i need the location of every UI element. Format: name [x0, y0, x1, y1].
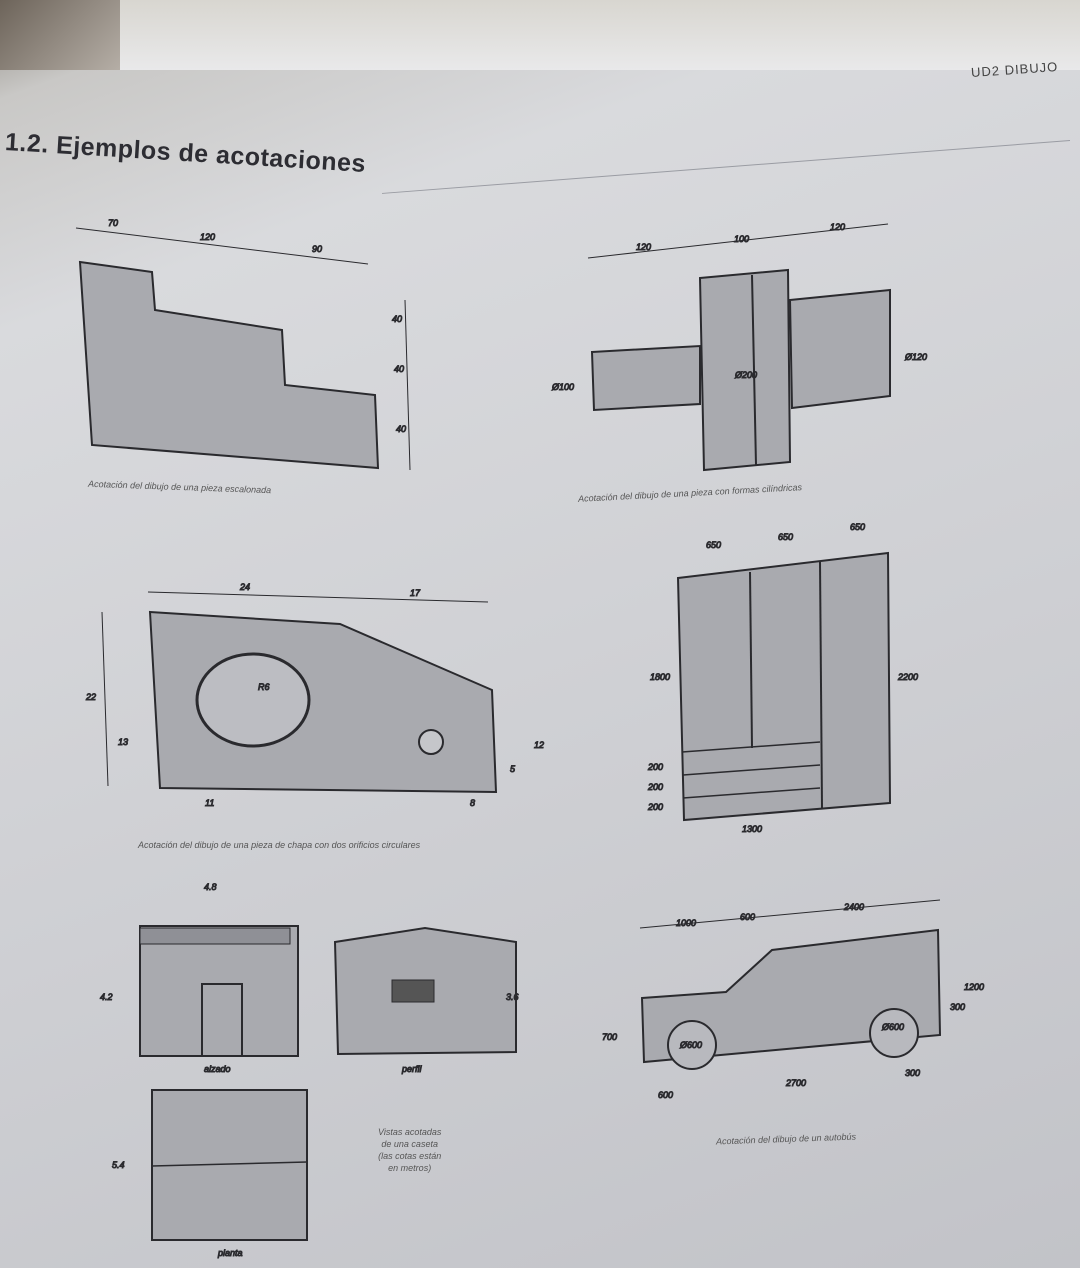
view-label: planta — [217, 1248, 243, 1258]
cylindrical-piece-drawing: 120 100 120 Ø100 Ø200 Ø120 — [551, 222, 928, 472]
dim: 4.2 — [100, 992, 113, 1002]
dim: 40 — [394, 364, 404, 374]
dim: 40 — [396, 424, 406, 434]
dim: 1300 — [742, 824, 762, 834]
background-top — [0, 0, 1080, 70]
vehicle-drawing: 1000 600 2400 700 1200 300 600 2700 300 … — [602, 899, 985, 1101]
dim: 700 — [602, 1032, 617, 1042]
dim: Ø600 — [881, 1022, 904, 1032]
caption-line: Vistas acotadas — [378, 1127, 442, 1137]
dim: 1200 — [964, 982, 984, 992]
dim: 1000 — [676, 918, 696, 928]
dim: Ø120 — [904, 352, 927, 362]
dim: 5.4 — [112, 1160, 125, 1170]
dim: 600 — [740, 912, 755, 922]
dim: 13 — [118, 737, 128, 747]
dim: 17 — [410, 588, 421, 598]
dim: 200 — [647, 802, 663, 812]
dim: 120 — [830, 222, 845, 232]
view-label: perfil — [401, 1064, 423, 1074]
caption-hut: Vistas acotadas de una caseta (las cotas… — [378, 1126, 441, 1174]
dim: 2200 — [897, 672, 918, 682]
dim: 300 — [905, 1068, 920, 1078]
hut-drawing: 4.8 4.2 3.6 5.4 alzado perfil planta — [100, 882, 520, 1259]
dim: 3.6 — [506, 992, 519, 1002]
caption-line: (las cotas están — [378, 1151, 442, 1161]
dim: 24 — [239, 582, 250, 592]
dim: 11 — [205, 798, 214, 808]
dim: 90 — [312, 244, 322, 254]
dim: 2400 — [843, 902, 864, 912]
dim: 4.8 — [204, 882, 217, 892]
dim: 100 — [734, 234, 749, 244]
dim: 200 — [647, 762, 663, 772]
dim: 120 — [636, 242, 651, 252]
dim: 8 — [470, 798, 475, 808]
dim: Ø100 — [551, 382, 574, 392]
dim: Ø600 — [679, 1040, 702, 1050]
stepped-piece-drawing: 70 120 90 40 40 40 — [75, 218, 411, 471]
dim: 12 — [534, 740, 544, 750]
dim: 5 — [510, 764, 516, 774]
wardrobe-drawing: 650 650 650 1800 200 200 200 2200 1300 — [647, 522, 919, 835]
dim: 120 — [200, 232, 215, 242]
dim: 1800 — [650, 672, 670, 682]
dim: 650 — [706, 540, 721, 550]
dim: 40 — [392, 314, 402, 324]
dim: 22 — [85, 692, 96, 702]
view-label: alzado — [204, 1064, 231, 1074]
plate-piece-drawing: 24 17 22 13 11 8 5 12 R6 — [85, 582, 545, 809]
page-corner — [0, 0, 120, 70]
caption-line: de una caseta — [381, 1139, 438, 1149]
dim: 200 — [647, 782, 663, 792]
dim: 300 — [950, 1002, 965, 1012]
dim: 600 — [658, 1090, 673, 1100]
caption-line: en metros) — [388, 1163, 432, 1173]
dim: 70 — [108, 218, 118, 228]
dim: 2700 — [785, 1078, 806, 1088]
dim: 650 — [850, 522, 865, 532]
dim: 650 — [778, 532, 793, 542]
dim: R6 — [258, 682, 270, 692]
caption-plate: Acotación del dibujo de una pieza de cha… — [138, 840, 421, 850]
dim: Ø200 — [734, 370, 757, 380]
